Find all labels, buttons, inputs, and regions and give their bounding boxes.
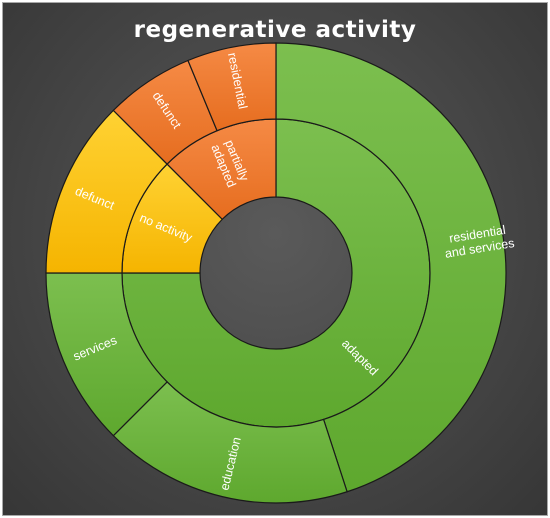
- outer-segment-residential: [187, 42, 277, 132]
- outer-segment-residential-and-services: [275, 42, 507, 493]
- chart-title: regenerative activity: [133, 17, 417, 43]
